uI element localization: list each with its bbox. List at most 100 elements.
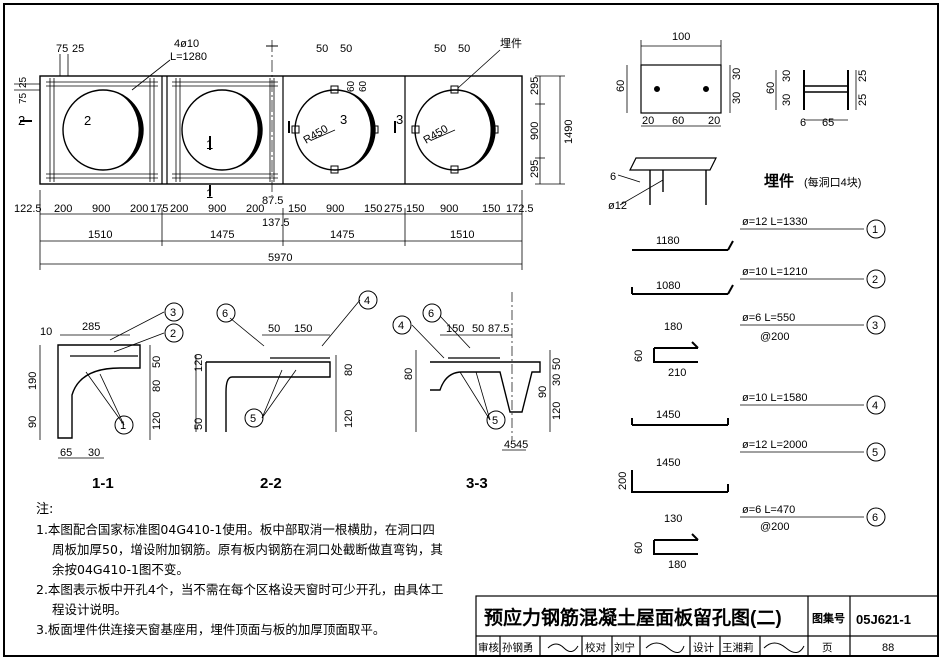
svg-text:900: 900 — [208, 203, 226, 215]
svg-text:210: 210 — [668, 367, 686, 379]
svg-text:6: 6 — [610, 171, 616, 183]
svg-text:1450: 1450 — [656, 409, 680, 421]
svg-text:页: 页 — [822, 642, 833, 654]
svg-text:120: 120 — [151, 412, 163, 430]
svg-text:60: 60 — [346, 80, 357, 92]
svg-text:4: 4 — [398, 320, 404, 332]
svg-text:87.5: 87.5 — [488, 323, 509, 335]
svg-text:2: 2 — [18, 113, 25, 128]
svg-text:1510: 1510 — [88, 229, 112, 241]
svg-text:295: 295 — [529, 160, 541, 178]
svg-text:60: 60 — [615, 80, 627, 92]
svg-text:30: 30 — [781, 70, 793, 82]
svg-text:150: 150 — [406, 203, 424, 215]
svg-text:20: 20 — [708, 115, 720, 127]
rebar-callouts — [866, 219, 886, 527]
note-2: 2.本图表示板中开孔4个，当不需在每个区格设天窗时可少开孔，由具体工程设计说明。 — [36, 582, 444, 617]
rebar-length: L=1280 — [170, 51, 207, 63]
svg-text:190: 190 — [27, 372, 39, 390]
svg-text:175: 175 — [150, 203, 168, 215]
dim-75: 75 — [56, 43, 68, 55]
svg-text:75: 75 — [18, 92, 29, 104]
svg-text:30: 30 — [551, 374, 563, 386]
svg-text:1: 1 — [120, 420, 126, 432]
svg-text:900: 900 — [440, 203, 458, 215]
svg-text:100: 100 — [672, 31, 690, 43]
svg-text:275: 275 — [384, 203, 402, 215]
svg-text:900: 900 — [92, 203, 110, 215]
rebar-1-spec: ø=12 L=1330 — [742, 216, 807, 228]
svg-text:25: 25 — [857, 94, 869, 106]
svg-text:200: 200 — [617, 472, 629, 490]
svg-text:200: 200 — [170, 203, 188, 215]
svg-text:10: 10 — [40, 326, 52, 338]
svg-text:60: 60 — [633, 542, 645, 554]
note-1: 1.本图配合国家标准图04G410-1使用。板中部取消一根横肋，在洞口四周板加厚… — [36, 522, 443, 577]
rebar-4-spec: ø=10 L=1580 — [742, 392, 807, 404]
rebar-3-spec: ø=6 L=550 — [742, 312, 795, 324]
rebar-schedule — [631, 228, 864, 555]
svg-text:50: 50 — [472, 323, 484, 335]
notes-heading: 注: — [36, 502, 54, 517]
svg-text:90: 90 — [27, 416, 39, 428]
rebar-2-spec: ø=10 L=1210 — [742, 266, 807, 278]
svg-text:200: 200 — [246, 203, 264, 215]
svg-text:R450: R450 — [302, 123, 331, 147]
section-3-3 — [392, 292, 551, 451]
svg-text:25: 25 — [857, 70, 869, 82]
svg-text:4: 4 — [364, 295, 370, 307]
svg-text:5: 5 — [872, 447, 878, 459]
svg-text:4: 4 — [872, 400, 878, 412]
svg-text:137.5: 137.5 — [262, 217, 290, 229]
page-number: 88 — [882, 642, 894, 654]
svg-text:王湘莉: 王湘莉 — [722, 641, 754, 654]
embed-detail — [617, 40, 857, 206]
svg-text:3: 3 — [170, 307, 176, 319]
svg-text:@200: @200 — [760, 521, 790, 533]
svg-text:60: 60 — [358, 80, 369, 92]
svg-text:3: 3 — [872, 320, 878, 332]
svg-text:295: 295 — [529, 77, 541, 95]
svg-text:5: 5 — [492, 415, 498, 427]
svg-text:30: 30 — [88, 447, 100, 459]
svg-text:6: 6 — [872, 512, 878, 524]
svg-text:60: 60 — [765, 82, 777, 94]
svg-text:122.5: 122.5 — [14, 203, 42, 215]
svg-text:50: 50 — [551, 358, 563, 370]
svg-text:80: 80 — [343, 364, 355, 376]
svg-text:45: 45 — [516, 439, 528, 451]
section-2-2-labels: 50 150 120 50 80 120 6 4 5 2-2 — [193, 295, 370, 492]
svg-text:900: 900 — [326, 203, 344, 215]
svg-text:1080: 1080 — [656, 280, 680, 292]
svg-text:200: 200 — [130, 203, 148, 215]
svg-text:120: 120 — [343, 410, 355, 428]
svg-text:50: 50 — [316, 43, 328, 55]
svg-text:3: 3 — [396, 112, 403, 127]
section-1-1-labels: 10 285 190 90 65 30 50 80 120 3 2 1 1-1 — [27, 307, 176, 492]
svg-text:150: 150 — [294, 323, 312, 335]
section-2-2 — [195, 290, 378, 432]
svg-text:50: 50 — [193, 418, 205, 430]
svg-text:150: 150 — [482, 203, 500, 215]
svg-text:1510: 1510 — [450, 229, 474, 241]
svg-text:校对: 校对 — [585, 641, 606, 654]
svg-text:50: 50 — [434, 43, 446, 55]
svg-text:2: 2 — [84, 113, 91, 128]
svg-text:45: 45 — [504, 439, 516, 451]
rebar-5-spec: ø=12 L=2000 — [742, 439, 807, 451]
svg-text:80: 80 — [403, 368, 415, 380]
svg-text:30: 30 — [731, 92, 743, 104]
notes-block: 注: 1.本图配合国家标准图04G410-1使用。板中部取消一根横肋，在洞口四周… — [36, 500, 446, 640]
rebar-spec: 4ø10 — [174, 38, 199, 50]
plan-view — [14, 40, 565, 270]
svg-text:ø12: ø12 — [608, 200, 627, 212]
rebar-6-spec: ø=6 L=470 — [742, 504, 795, 516]
svg-text:1180: 1180 — [656, 235, 680, 247]
dim-25: 25 — [72, 43, 84, 55]
svg-text:60: 60 — [672, 115, 684, 127]
embed-subtitle: (每洞口4块) — [804, 175, 861, 189]
svg-text:285: 285 — [82, 321, 100, 333]
svg-text:2: 2 — [170, 328, 176, 340]
svg-text:50: 50 — [268, 323, 280, 335]
